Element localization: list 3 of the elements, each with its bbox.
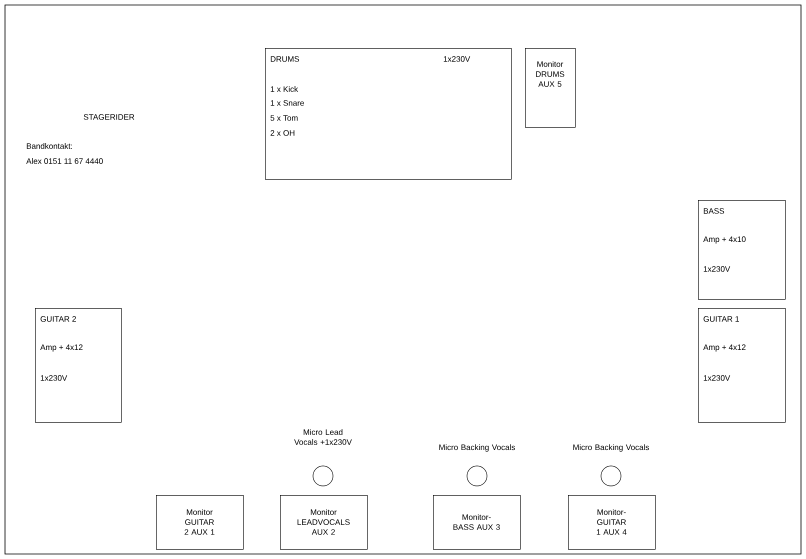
microphone-circle [312,466,334,486]
microphone-circle [466,466,488,486]
microphone-circle [600,466,622,486]
